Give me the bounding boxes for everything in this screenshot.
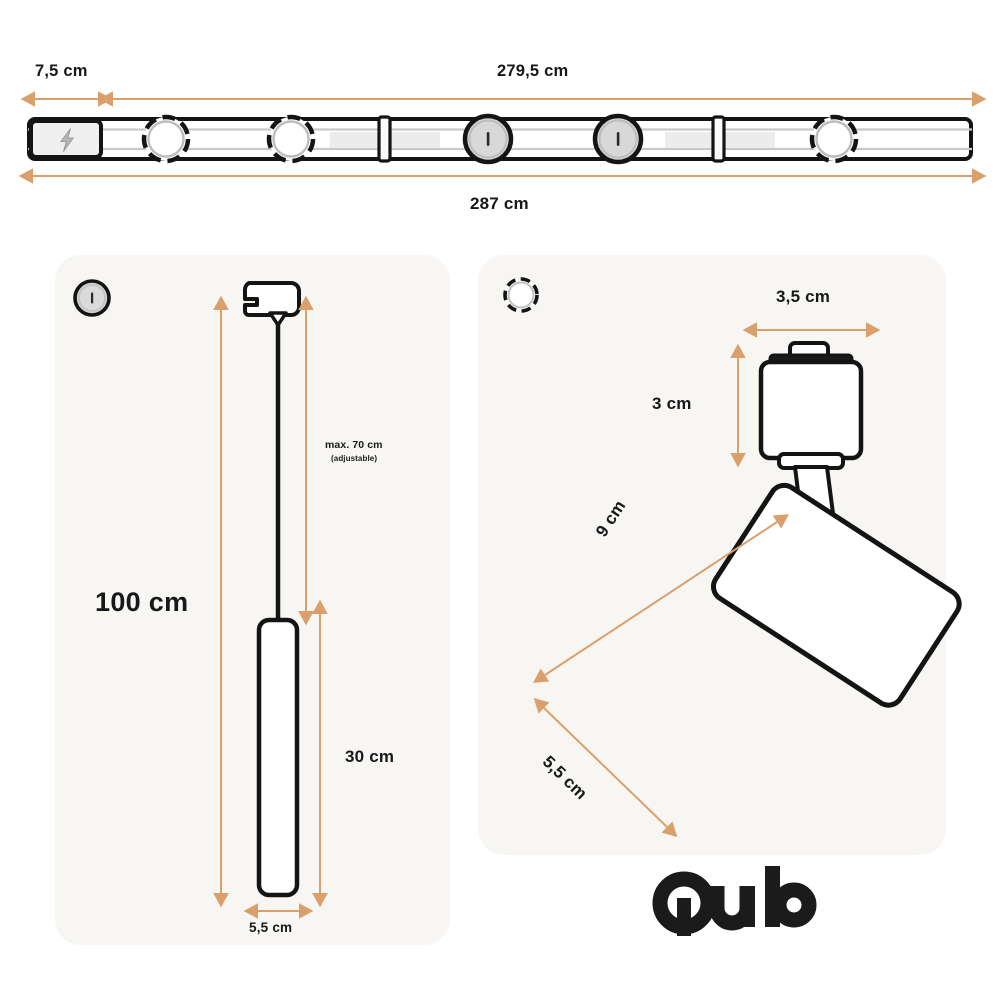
power-connector [29,119,103,159]
label-total-length: 287 cm [470,194,529,213]
rail-joint [377,115,392,163]
label-pendant-body-width: 5,5 cm [249,920,293,935]
pendant-marker-icon [462,113,514,165]
track-rail-group [18,91,987,184]
lightning-bolt-icon [60,128,75,152]
pendant-marker-icon [73,279,111,317]
spotlight-marker-icon [809,114,859,164]
label-spot-head-width: 3,5 cm [776,287,831,306]
pendant-marker-icon [592,113,644,165]
rail-joint [711,115,726,163]
pendant-ceiling-adapter [242,281,301,327]
dimension-body-length [532,514,790,683]
spot-track-adapter [758,341,864,470]
spot-panel-group [478,255,962,855]
label-pendant-cord-note: (adjustable) [331,454,378,463]
spotlight-marker-icon [266,114,316,164]
pendant-panel-group [55,255,450,945]
spotlight-marker-icon [141,114,191,164]
label-spot-head-height: 3 cm [652,394,692,413]
label-pendant-body-height: 30 cm [345,747,395,766]
brand-logo-qub [652,866,817,936]
spotlight-marker-icon [503,277,539,313]
label-power-connector-length: 7,5 cm [35,62,88,80]
label-rail-length: 279,5 cm [497,62,569,80]
label-pendant-total-height: 100 cm [95,587,189,617]
dimension-body-width [533,697,678,838]
label-pendant-cord-length: max. 70 cm [325,439,383,451]
pendant-lamp-body [256,617,300,898]
